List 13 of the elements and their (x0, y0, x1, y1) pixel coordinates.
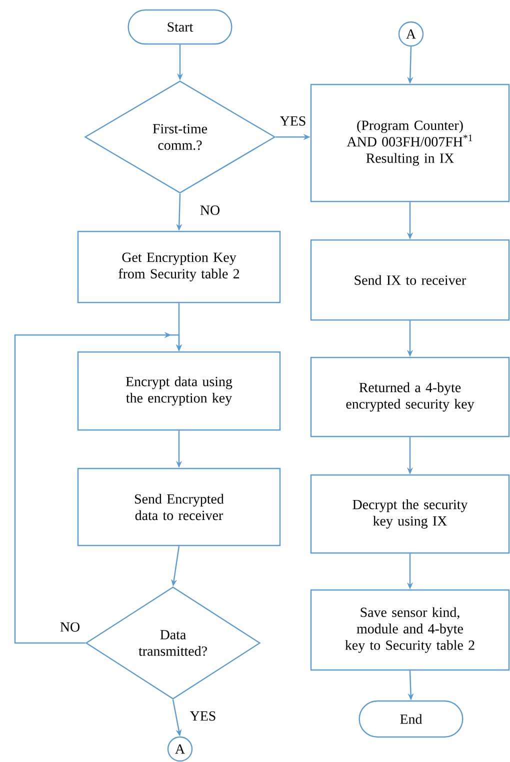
process-box: Returned a 4-byte encrypted security key (310, 356, 510, 438)
edge-label: YES (278, 115, 308, 127)
process-box: Encrypt data using the encryption key (77, 351, 281, 431)
process-box: (Program Counter) AND 003FH/007FH$^{*1}$ Resulting in IX (310, 84, 510, 202)
edge-label: YES (188, 710, 218, 722)
edge-label: NO (58, 621, 82, 633)
arrow (14, 332, 182, 644)
process-box: Send IX to receiver (310, 239, 510, 321)
process-box: Save sensor kind, module and 4-byte key to Security table 2 (310, 589, 510, 671)
process-box: Send Encrypted data to receiver (77, 468, 281, 546)
edge-label: NO (198, 204, 222, 216)
process-box: Get Encryption Key from Security table 2 (77, 230, 281, 304)
process-box: Decrypt the security key using IX (310, 474, 510, 554)
